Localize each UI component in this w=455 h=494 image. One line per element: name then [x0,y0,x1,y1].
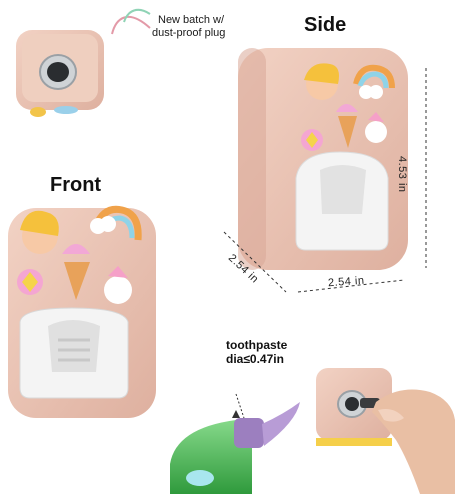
toothpaste-note: toothpaste dia≤0.47in [226,338,287,366]
front-view-title: Front [50,174,102,196]
front-view-dispenser [8,205,156,418]
toothpaste-line2: dia≤0.47in [226,352,284,366]
height-dimension-label: 4.53 in [396,156,408,193]
toothpaste-line1: toothpaste [226,338,288,352]
new-batch-line2: dust-proof plug [152,27,226,39]
dimension-lines [223,68,427,293]
new-batch-line1: New batch w/ [158,14,225,26]
dust-plug-closeup [16,30,104,117]
new-batch-note: New batch w/ dust-proof plug [152,14,272,40]
side-view-title: Side [304,14,347,36]
plug-insertion-closeup [316,368,455,494]
width-dimension-label: 2.54 in [327,274,365,290]
toothpaste-tube [170,393,300,494]
side-view-dispenser [238,48,408,270]
